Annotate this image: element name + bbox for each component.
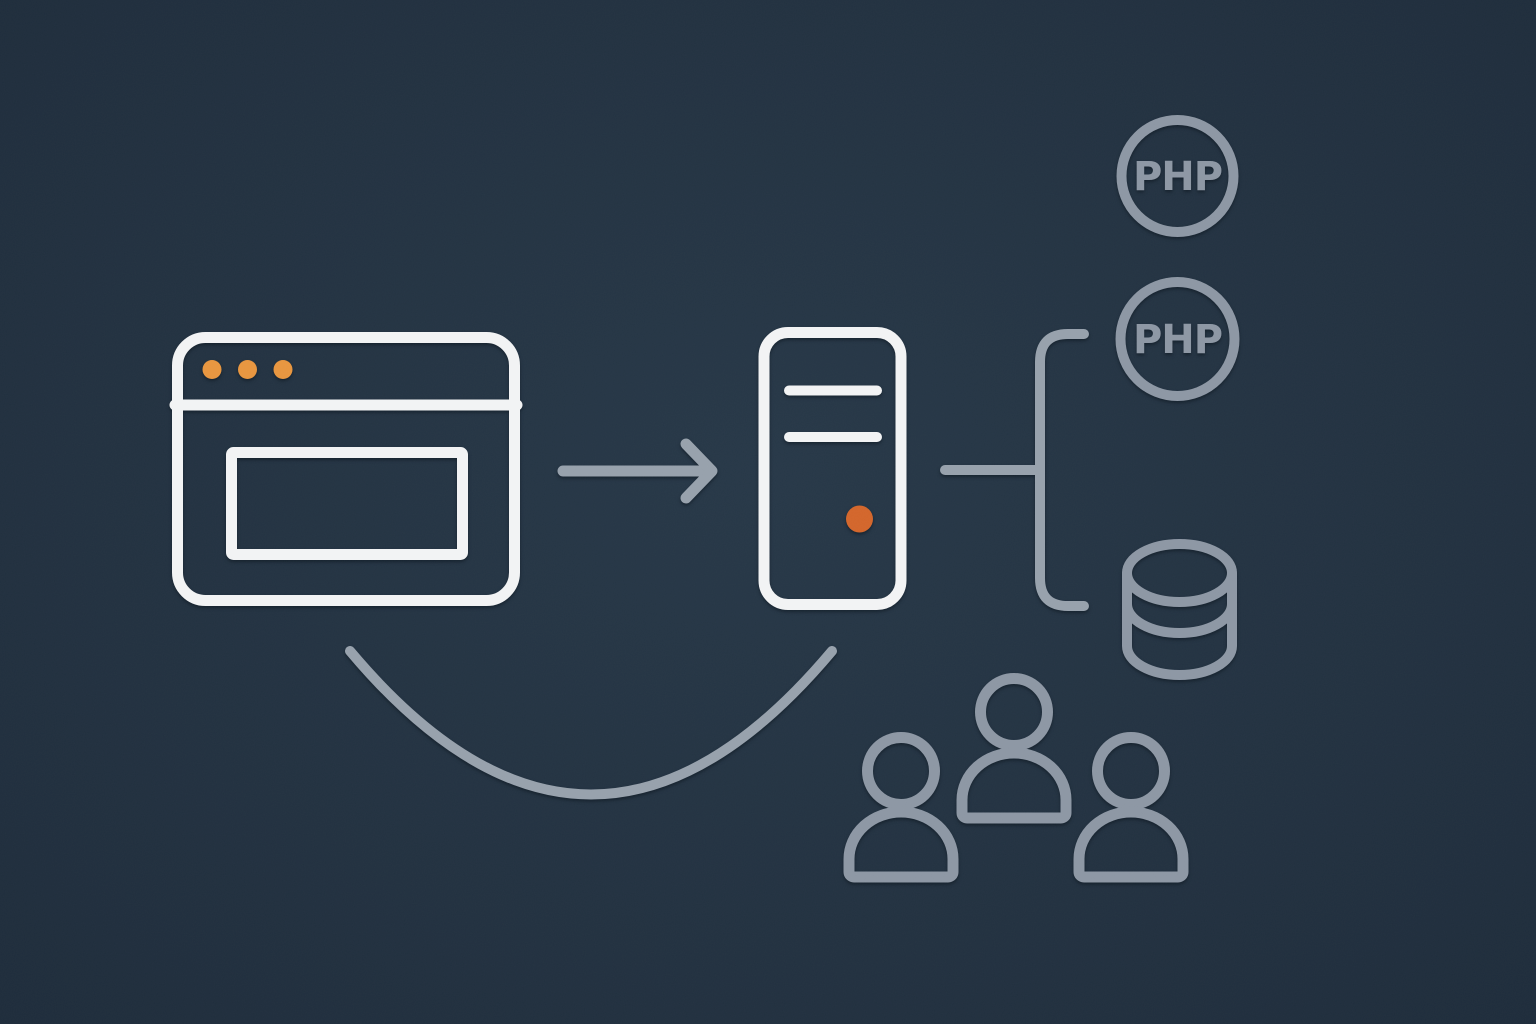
architecture-diagram: PHP PHP [0, 0, 1536, 1024]
illustration-background: PHP PHP [0, 0, 1536, 1024]
grain-overlay [0, 0, 1536, 1024]
